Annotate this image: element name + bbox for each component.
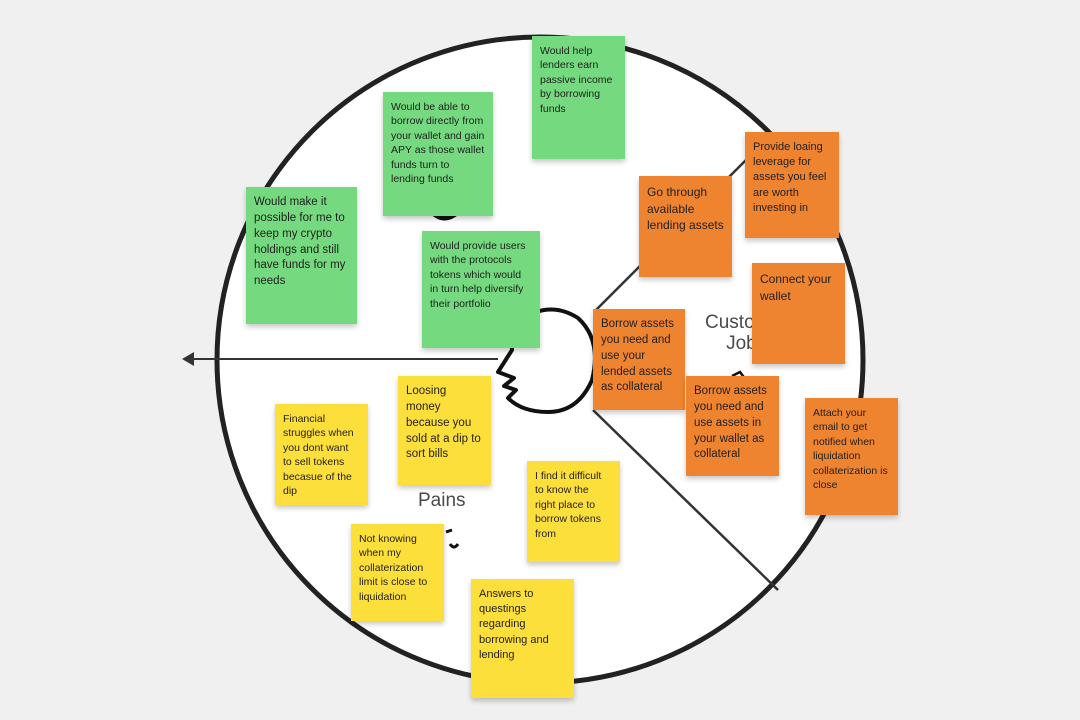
job-note[interactable]: Borrow assets you need and use your lend… xyxy=(593,309,685,410)
gain-note[interactable]: Would be able to borrow directly from yo… xyxy=(383,92,493,216)
job-note[interactable]: Go through available lending assets xyxy=(639,176,732,277)
job-note[interactable]: Borrow assets you need and use assets in… xyxy=(686,376,779,476)
pain-note[interactable]: I find it difficult to know the right pl… xyxy=(527,461,620,562)
job-note[interactable]: Attach your email to get notified when l… xyxy=(805,398,898,515)
pain-note[interactable]: Loosing money because you sold at a dip … xyxy=(398,376,491,485)
divider-line-lower xyxy=(592,409,779,591)
job-note[interactable]: Provide loaing leverage for assets you f… xyxy=(745,132,839,238)
pain-note[interactable]: Not knowing when my collaterization limi… xyxy=(351,524,444,621)
pain-note[interactable]: Financial struggles when you dont want t… xyxy=(275,404,368,505)
job-note[interactable]: Connect your wallet xyxy=(752,263,845,364)
gain-note[interactable]: Would make it possible for me to keep my… xyxy=(246,187,357,324)
gain-note[interactable]: Would provide users with the protocols t… xyxy=(422,231,540,348)
pains-mark-icon xyxy=(445,528,460,549)
arrow-head xyxy=(182,352,194,366)
pains-label: Pains xyxy=(418,490,466,511)
pain-note[interactable]: Answers to questings regarding borrowing… xyxy=(471,579,574,698)
gain-note[interactable]: Would help lenders earn passive income b… xyxy=(532,36,625,159)
